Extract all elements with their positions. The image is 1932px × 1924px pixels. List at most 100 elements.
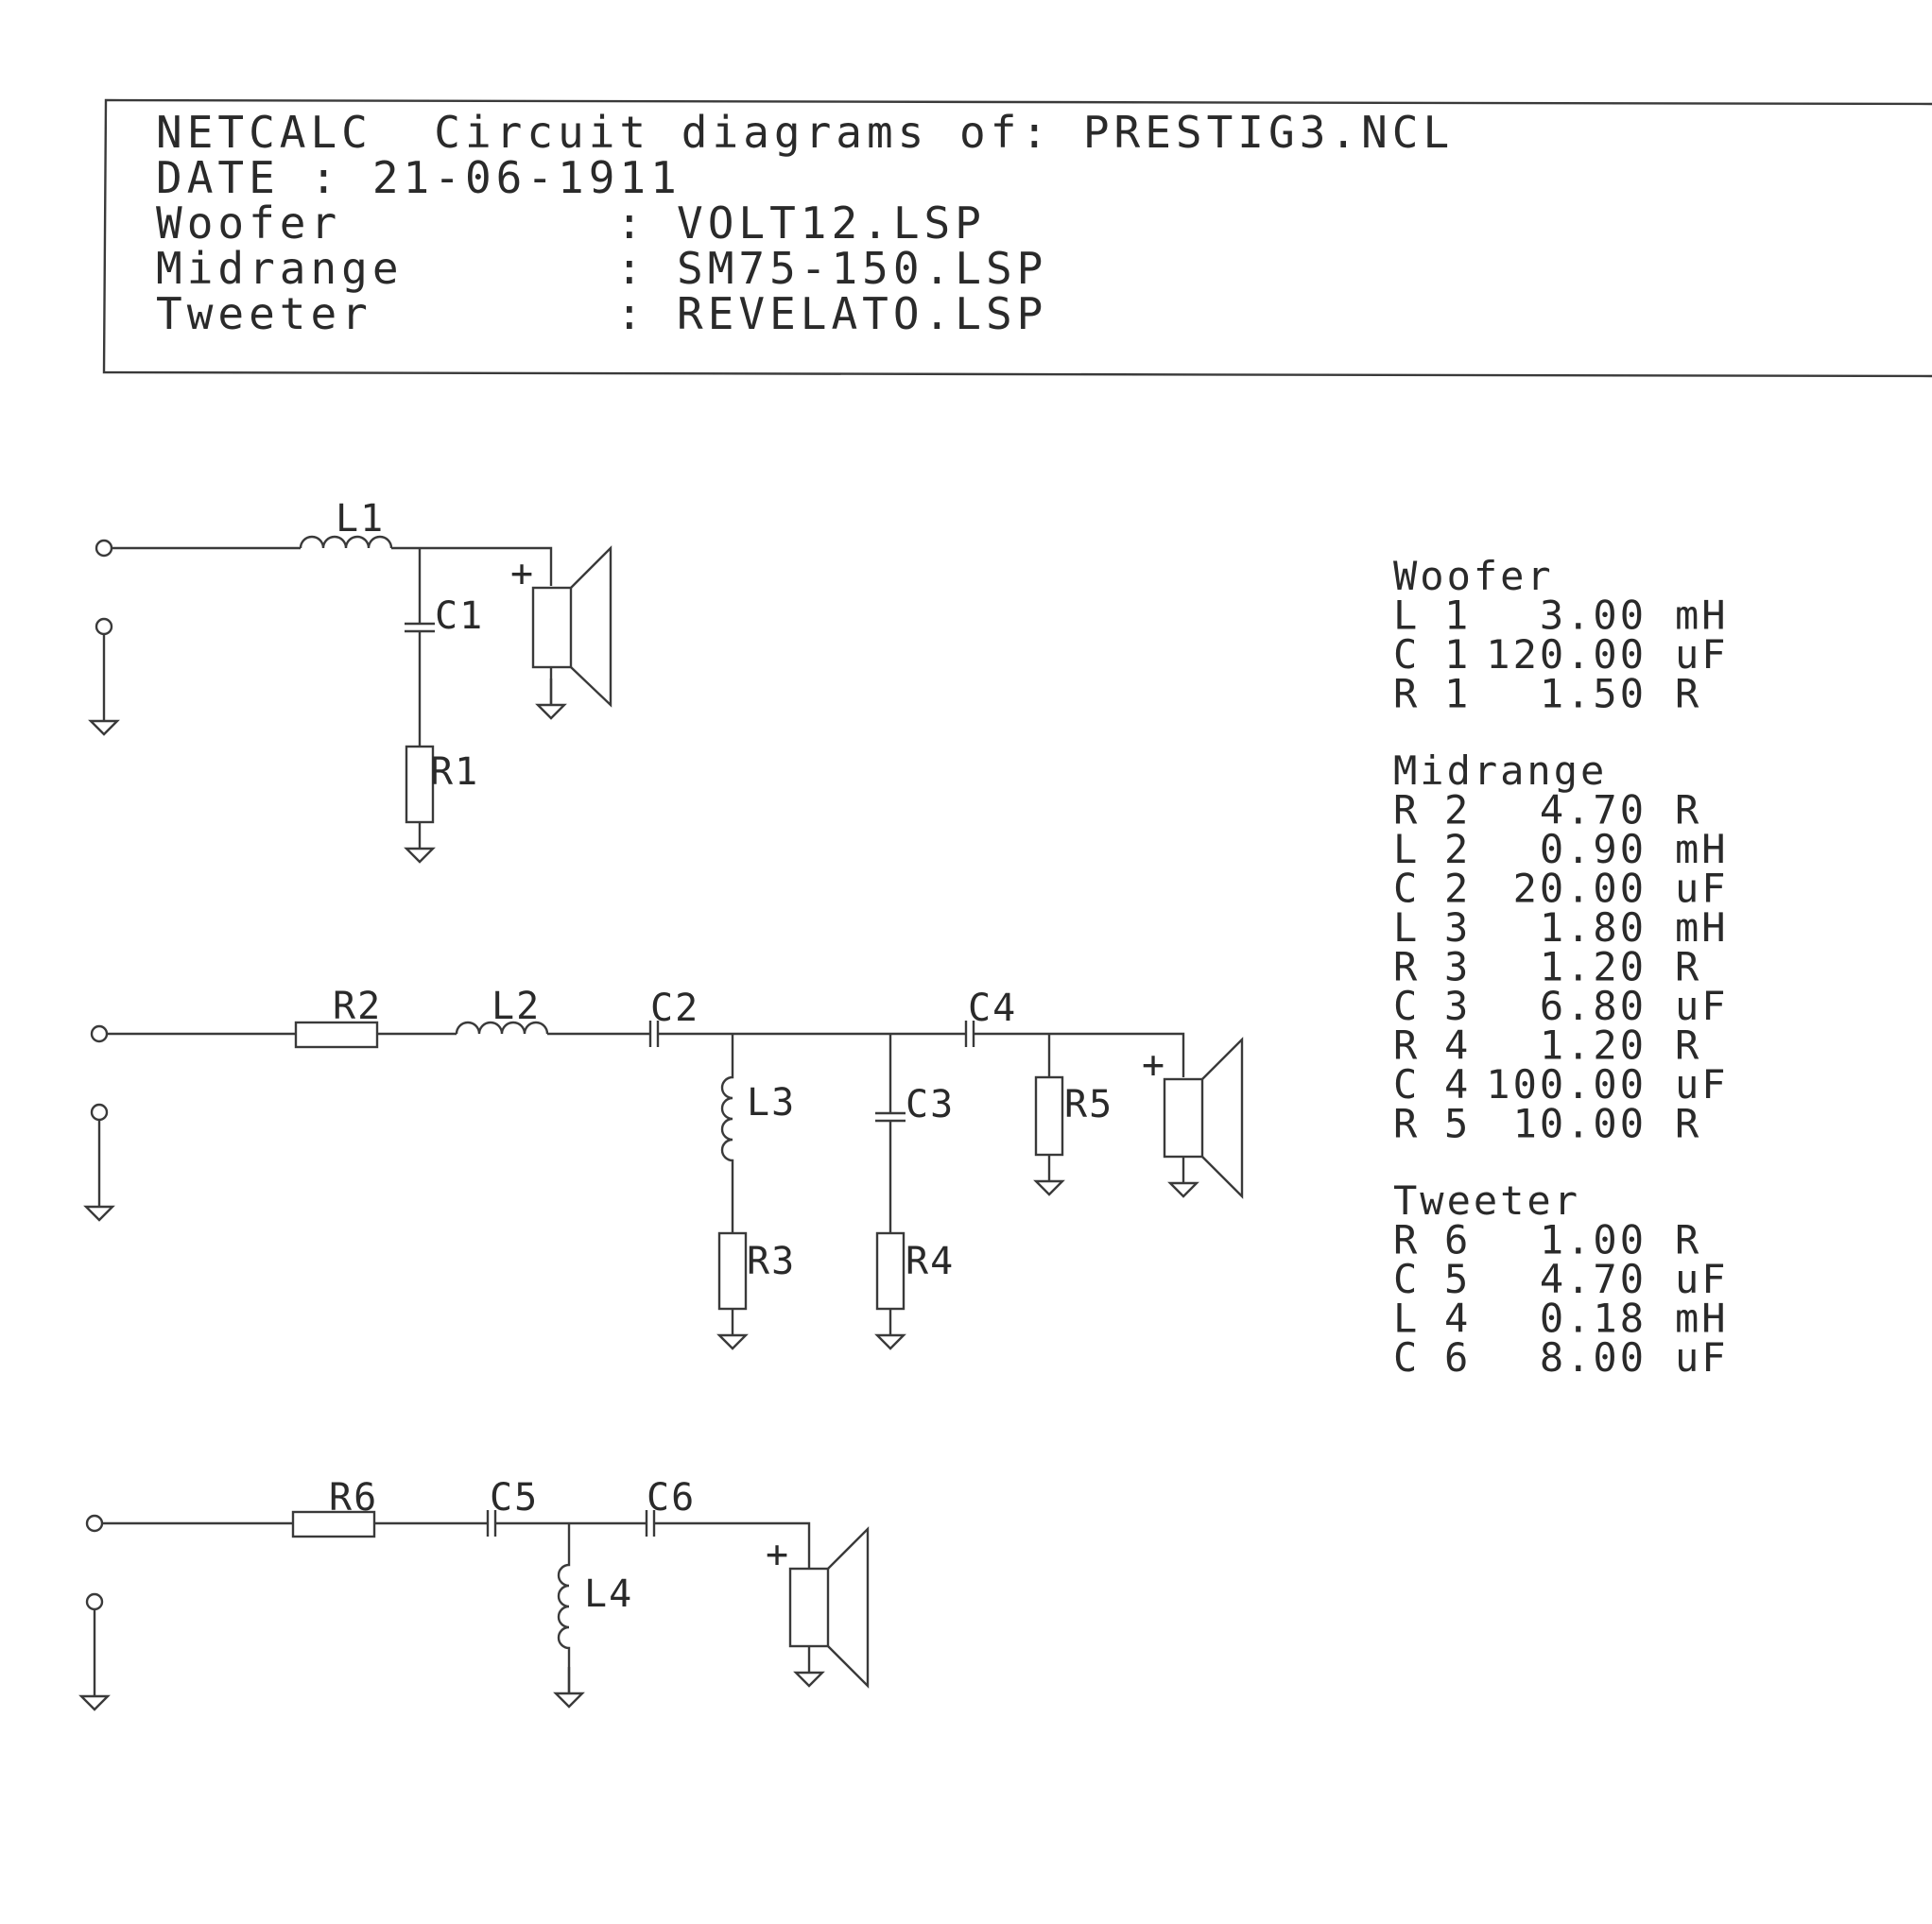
part-value: 1.00 (1540, 1217, 1647, 1263)
driver-file: SM75-150.LSP (677, 243, 1047, 294)
part-type: C (1393, 1256, 1420, 1302)
part-number: 5 (1444, 1256, 1471, 1302)
part-value: 0.18 (1540, 1296, 1647, 1342)
part-type: C (1393, 1334, 1420, 1381)
woofer-wire (391, 546, 553, 586)
part-unit: R (1675, 1101, 1701, 1147)
driver-role: Midrange (156, 243, 404, 294)
part-value: 6.80 (1540, 983, 1647, 1029)
part-number: 6 (1444, 1217, 1471, 1263)
resistor-r5 (1034, 1075, 1064, 1157)
part-number: 2 (1444, 826, 1471, 872)
ground-symbol (405, 820, 435, 864)
part-number: 4 (1444, 1296, 1471, 1342)
ground-symbol (536, 677, 566, 720)
woofer-speaker-body (531, 586, 573, 669)
tweeter-wire (654, 1521, 811, 1569)
label-c6: C6 (647, 1476, 696, 1520)
tweeter-input-terminal (85, 1514, 104, 1533)
part-type: L (1393, 826, 1420, 872)
part-unit: uF (1675, 1061, 1729, 1108)
inductor-l4 (557, 1523, 571, 1693)
part-number: 1 (1444, 631, 1471, 678)
resistor-r4 (875, 1231, 906, 1311)
part-value: 0.90 (1540, 826, 1647, 872)
woofer-speaker-cone (570, 545, 612, 708)
part-number: 6 (1444, 1334, 1471, 1381)
part-type: C (1393, 983, 1420, 1029)
part-value: 4.70 (1540, 1256, 1647, 1302)
tweeter-circuit: R6 C5 C6 L4 + (79, 1476, 870, 1711)
part-value: 100.00 (1486, 1061, 1647, 1108)
driver-separator: : (616, 198, 647, 249)
part-unit: R (1675, 787, 1701, 833)
part-value: 10.00 (1513, 1101, 1647, 1147)
label-c1: C1 (435, 594, 484, 638)
midrange-circuit: R2 L2 C2 C4 L3 C3 R5 R3 R4 + (84, 985, 1244, 1350)
label-r4: R4 (906, 1240, 955, 1283)
resistor-r2 (294, 1021, 379, 1049)
label-l4: L4 (584, 1572, 633, 1616)
woofer-polarity-plus: + (510, 552, 535, 595)
part-unit: uF (1675, 631, 1729, 678)
part-type: L (1393, 904, 1420, 951)
label-r1: R1 (430, 750, 479, 794)
part-unit: uF (1675, 1256, 1729, 1302)
parts-section-title: Tweeter (1393, 1177, 1580, 1224)
ground-symbol (554, 1665, 584, 1709)
midrange-speaker-cone (1201, 1037, 1244, 1199)
ground-symbol (1168, 1155, 1199, 1198)
part-type: R (1393, 787, 1420, 833)
part-number: 3 (1444, 944, 1471, 990)
header-box: NETCALC Circuit diagrams of: PRESTIG3.NC… (102, 98, 1932, 378)
label-l2: L2 (492, 985, 541, 1028)
part-unit: mH (1675, 593, 1729, 639)
part-value: 1.80 (1540, 904, 1647, 951)
part-type: C (1393, 1061, 1420, 1108)
driver-file: VOLT12.LSP (677, 198, 986, 249)
header-frame (102, 98, 1932, 378)
driver-separator: : (616, 288, 647, 339)
part-type: R (1393, 671, 1420, 717)
capacitor-c1 (405, 548, 435, 747)
part-unit: mH (1675, 904, 1729, 951)
tweeter-polarity-plus: + (766, 1533, 790, 1576)
tweeter-speaker-cone (827, 1526, 870, 1689)
parts-section-title: Midrange (1393, 747, 1607, 794)
capacitor-c3 (875, 1034, 906, 1233)
parts-section-title: Woofer (1393, 553, 1554, 599)
label-r6: R6 (329, 1476, 378, 1520)
part-unit: uF (1675, 1334, 1729, 1381)
part-type: R (1393, 1022, 1420, 1069)
part-type: C (1393, 866, 1420, 912)
label-l3: L3 (747, 1081, 796, 1125)
part-number: 1 (1444, 593, 1471, 639)
ground-symbol (717, 1307, 748, 1350)
part-value: 8.00 (1540, 1334, 1647, 1381)
part-unit: mH (1675, 826, 1729, 872)
label-l1: L1 (336, 497, 385, 541)
part-type: L (1393, 1296, 1420, 1342)
label-c2: C2 (650, 987, 699, 1030)
part-unit: R (1675, 1217, 1701, 1263)
tweeter-ground-terminal (79, 1592, 110, 1711)
part-number: 3 (1444, 983, 1471, 1029)
part-number: 1 (1444, 671, 1471, 717)
midrange-ground-terminal (84, 1103, 114, 1222)
woofer-ground-terminal (89, 617, 119, 736)
part-type: L (1393, 593, 1420, 639)
driver-file: REVELATO.LSP (677, 288, 1047, 339)
woofer-circuit: L1 C1 R1 + (89, 497, 612, 864)
driver-role: Tweeter (156, 288, 372, 339)
resistor-r3 (717, 1231, 748, 1311)
ground-symbol (794, 1644, 824, 1688)
label-r3: R3 (747, 1240, 796, 1283)
part-value: 1.50 (1540, 671, 1647, 717)
label-c5: C5 (490, 1476, 539, 1520)
part-unit: R (1675, 944, 1701, 990)
ground-symbol (1034, 1153, 1064, 1196)
part-unit: uF (1675, 866, 1729, 912)
midrange-input-terminal (90, 1024, 109, 1043)
label-c4: C4 (968, 987, 1017, 1030)
